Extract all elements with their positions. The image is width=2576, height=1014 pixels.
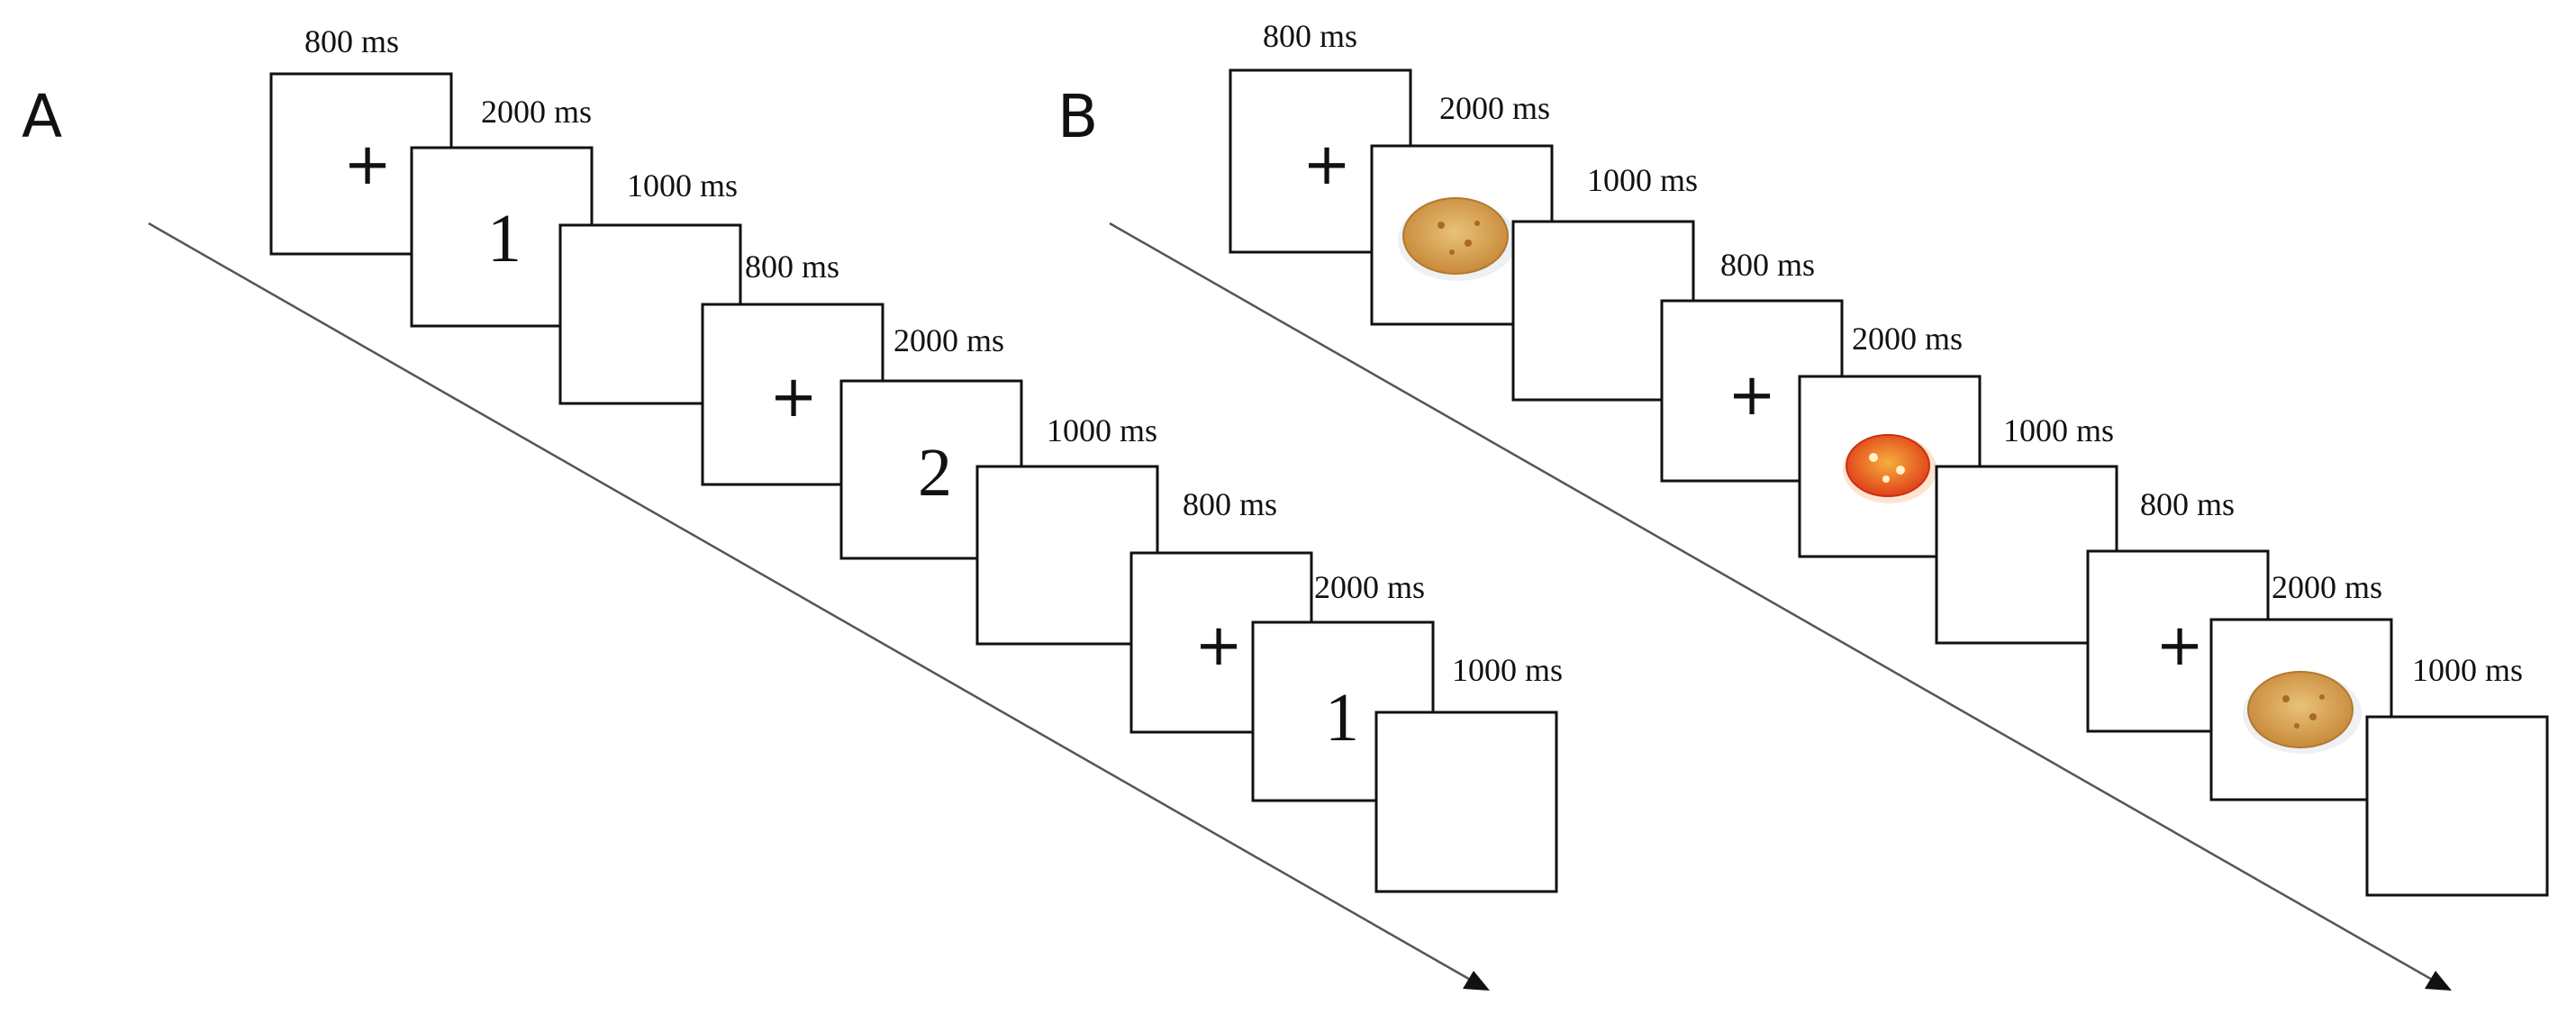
stimulus-digit: 2	[918, 435, 952, 511]
stimulus-duration-label: 2000 ms	[893, 322, 1004, 358]
blank-duration-label: 1000 ms	[2003, 412, 2114, 448]
blank-screen	[1374, 711, 1558, 893]
timeline-line-b	[1109, 222, 2436, 983]
fixation-cross: +	[769, 364, 818, 430]
pizza-image	[1843, 434, 1937, 503]
panel-b: B 800 ms + 2000 ms 1000 ms 8	[1057, 18, 2549, 991]
fixation-duration-label: 800 ms	[745, 249, 839, 285]
pizza-shape	[1846, 434, 1930, 497]
trial-b3: 800 ms + 2000 ms 1000 ms	[2086, 486, 2549, 897]
fixation-cross: +	[1302, 131, 1351, 198]
cookie-crumb	[2294, 723, 2299, 729]
stimulus-duration-label: 2000 ms	[1314, 569, 1425, 605]
blank-duration-label: 1000 ms	[1587, 162, 1698, 198]
trial-a2: 800 ms + 2000 ms 2 1000 ms	[701, 249, 1159, 646]
pizza-topping	[1896, 466, 1905, 475]
blank-screen	[2365, 715, 2549, 897]
fixation-cross: +	[1728, 362, 1776, 429]
trial-b1: 800 ms + 2000 ms 1000 ms	[1229, 18, 1698, 402]
stimulus-digit: 1	[1325, 680, 1359, 756]
cookie-image	[2243, 671, 2362, 754]
panel-a-letter: A	[22, 82, 62, 151]
timeline-arrowhead-a	[1463, 971, 1490, 991]
cookie-shape	[1402, 197, 1509, 275]
cookie-crumb	[1465, 240, 1472, 247]
fixation-cross: +	[343, 131, 392, 198]
cookie-crumb	[2319, 694, 2325, 700]
cookie-image	[1398, 197, 1517, 281]
fixation-duration-label: 800 ms	[1263, 18, 1357, 54]
stimulus-duration-label: 2000 ms	[481, 94, 592, 130]
stimulus-duration-label: 2000 ms	[1852, 321, 1963, 357]
fixation-cross: +	[1194, 612, 1243, 679]
stimulus-duration-label: 2000 ms	[2272, 569, 2382, 605]
trial-a3: 800 ms + 2000 ms 1 1000 ms	[1129, 486, 1563, 893]
timeline-arrow-b	[1109, 222, 2452, 991]
panel-b-letter: B	[1057, 82, 1098, 151]
fixation-duration-label: 800 ms	[304, 23, 399, 59]
trial-b2: 800 ms + 2000 ms 1000 ms	[1660, 247, 2118, 645]
timeline-arrow-a	[148, 222, 1490, 991]
trial-a1: 800 ms + 2000 ms 1 1000 ms	[269, 23, 742, 405]
timeline-line-a	[148, 222, 1474, 983]
timeline-arrowhead-b	[2425, 971, 2452, 991]
fixation-duration-label: 800 ms	[1183, 486, 1277, 522]
cookie-shape	[2247, 671, 2354, 748]
fixation-duration-label: 800 ms	[2140, 486, 2235, 522]
pizza-topping	[1869, 453, 1878, 462]
pizza-topping	[1882, 475, 1890, 483]
cookie-crumb	[1474, 221, 1480, 226]
blank-duration-label: 1000 ms	[1047, 412, 1157, 448]
fixation-cross: +	[2155, 612, 2204, 679]
cookie-crumb	[2309, 713, 2317, 720]
panel-a: A 800 ms + 2000 ms 1 1000 ms 800 ms + 20…	[22, 23, 1563, 991]
blank-duration-label: 1000 ms	[1452, 652, 1563, 688]
cookie-crumb	[1449, 249, 1455, 255]
cookie-crumb	[2282, 695, 2290, 702]
blank-duration-label: 1000 ms	[2412, 652, 2523, 688]
stimulus-digit: 1	[487, 201, 522, 276]
blank-duration-label: 1000 ms	[627, 167, 738, 204]
cookie-crumb	[1438, 222, 1445, 229]
stimulus-duration-label: 2000 ms	[1439, 90, 1550, 126]
fixation-duration-label: 800 ms	[1720, 247, 1815, 283]
